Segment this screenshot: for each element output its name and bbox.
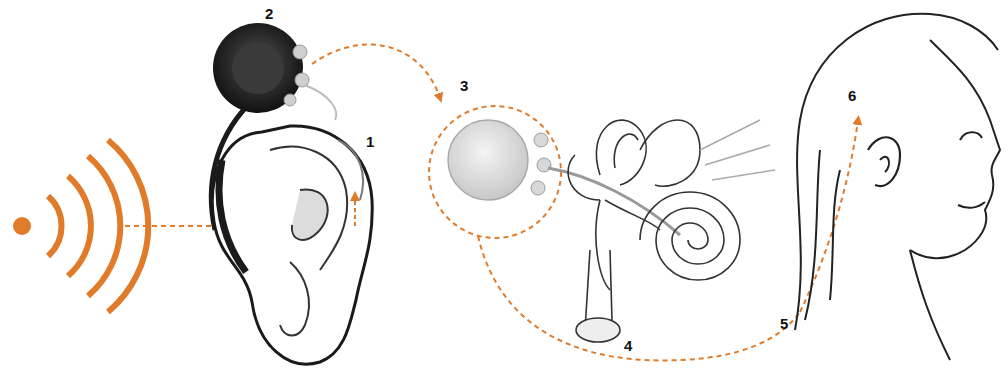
ear-drawing <box>212 126 372 364</box>
callout-number: 4 <box>624 338 632 353</box>
callout-number: 5 <box>780 316 788 331</box>
callout-number: 1 <box>366 134 374 149</box>
callout-number: 6 <box>848 88 856 103</box>
implant-receiver <box>429 106 680 238</box>
callout-number: 3 <box>460 78 468 93</box>
callout-number: 2 <box>265 6 273 21</box>
cochlea-drawing <box>568 120 775 342</box>
head-drawing <box>795 14 1000 360</box>
speech-processor <box>213 23 336 120</box>
